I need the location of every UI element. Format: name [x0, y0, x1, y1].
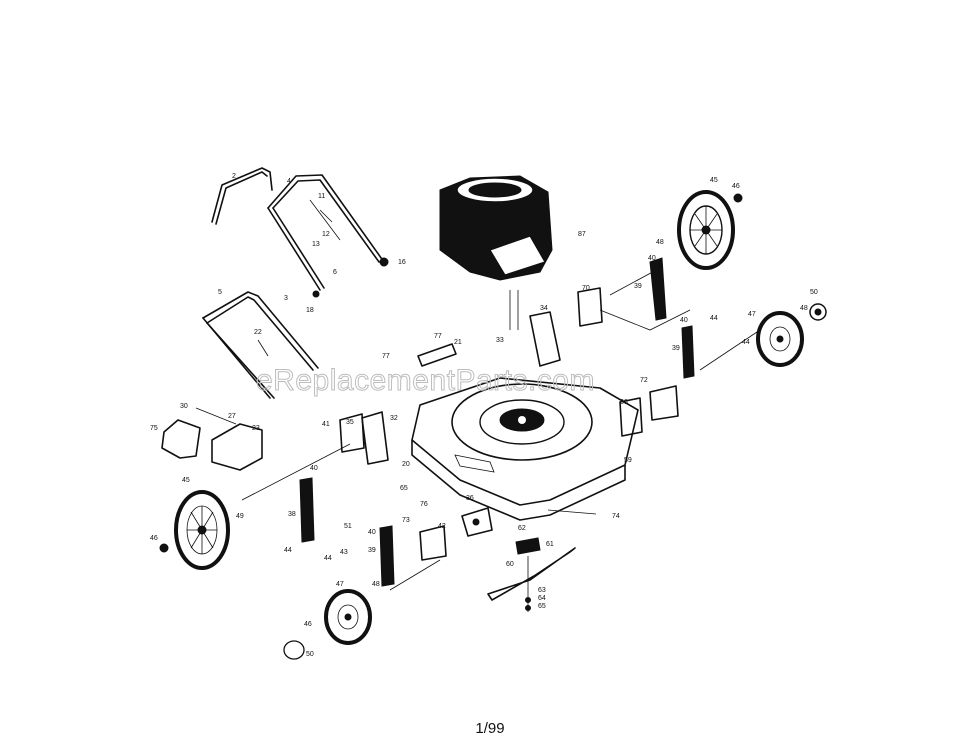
label-75: 75 [150, 425, 158, 432]
label-6: 6 [333, 269, 337, 276]
label-38: 38 [288, 511, 296, 518]
lower-handle [202, 291, 319, 399]
label-41: 41 [322, 421, 330, 428]
label-73: 73 [402, 517, 410, 524]
label-70: 70 [582, 285, 590, 292]
label-65-bottom: 65 [538, 603, 546, 610]
label-77-lower: 77 [382, 353, 390, 360]
label-39-bottom: 39 [368, 547, 376, 554]
label-34: 34 [540, 305, 548, 312]
page-number: 1/99 [475, 720, 505, 737]
main-handle [267, 174, 389, 298]
label-2: 2 [232, 173, 236, 180]
label-49: 49 [236, 513, 244, 520]
label-36-center: 36 [466, 495, 474, 502]
label-40-left: 40 [310, 465, 318, 472]
label-44-right: 44 [742, 339, 750, 346]
rear-bracket [461, 507, 493, 537]
label-35: 35 [346, 419, 354, 426]
label-23: 23 [252, 425, 260, 432]
label-45-top: 45 [710, 177, 718, 184]
engine [439, 175, 553, 330]
height-adjusters [299, 257, 695, 587]
label-4: 4 [287, 178, 291, 185]
label-60: 60 [506, 561, 514, 568]
label-50-bottom: 50 [306, 651, 314, 658]
label-44-left: 44 [284, 547, 292, 554]
label-51: 51 [344, 523, 352, 530]
label-22: 22 [254, 329, 262, 336]
label-39-top: 39 [634, 283, 642, 290]
label-46-bottom: 46 [304, 621, 312, 628]
mower-deck [411, 377, 639, 521]
label-48-bottom: 48 [372, 581, 380, 588]
label-16: 16 [398, 259, 406, 266]
label-3: 3 [284, 295, 288, 302]
blade [487, 537, 576, 612]
label-47-right: 47 [748, 311, 756, 318]
label-45-left: 45 [182, 477, 190, 484]
wheel-rear-right [677, 190, 743, 270]
label-40-top: 40 [648, 255, 656, 262]
wheel-front-right [756, 303, 827, 367]
label-48-top: 48 [656, 239, 664, 246]
label-64: 64 [538, 595, 546, 602]
upper-handle-bar [211, 167, 273, 225]
label-61: 61 [546, 541, 554, 548]
label-40-right: 40 [680, 317, 688, 324]
label-46-left: 46 [150, 535, 158, 542]
label-20: 20 [402, 461, 410, 468]
label-50-right: 50 [810, 289, 818, 296]
label-12: 12 [322, 231, 330, 238]
label-30: 30 [180, 403, 188, 410]
label-27: 27 [228, 413, 236, 420]
label-32: 32 [390, 415, 398, 422]
label-36-right: 36 [620, 399, 628, 406]
label-44-top: 44 [710, 315, 718, 322]
label-13: 13 [312, 241, 320, 248]
wheel-rear-left [159, 490, 230, 570]
label-39-right: 39 [672, 345, 680, 352]
label-42: 42 [438, 523, 446, 530]
axles [241, 267, 761, 591]
label-72: 72 [640, 377, 648, 384]
label-33: 33 [496, 337, 504, 344]
label-5: 5 [218, 289, 222, 296]
watermark: eReplacementParts.com [256, 364, 595, 397]
label-21: 21 [454, 339, 462, 346]
label-62: 62 [518, 525, 526, 532]
label-63: 63 [538, 587, 546, 594]
label-65-left: 65 [400, 485, 408, 492]
label-43: 43 [340, 549, 348, 556]
label-77-upper: 77 [434, 333, 442, 340]
label-76: 76 [420, 501, 428, 508]
label-46-top: 46 [732, 183, 740, 190]
label-47-bottom: 47 [336, 581, 344, 588]
label-74: 74 [612, 513, 620, 520]
label-87: 87 [578, 231, 586, 238]
label-18: 18 [306, 307, 314, 314]
rear-shield [161, 407, 263, 471]
label-48-right: 48 [800, 305, 808, 312]
label-40-bottom: 40 [368, 529, 376, 536]
part-labels: 2 4 11 12 13 16 6 3 18 5 22 87 45 46 48 … [150, 173, 818, 658]
baffle [417, 343, 457, 367]
label-59: 59 [624, 457, 632, 464]
label-11: 11 [318, 193, 325, 200]
label-44-bottom: 44 [324, 555, 332, 562]
wheel-front-left [283, 589, 372, 660]
